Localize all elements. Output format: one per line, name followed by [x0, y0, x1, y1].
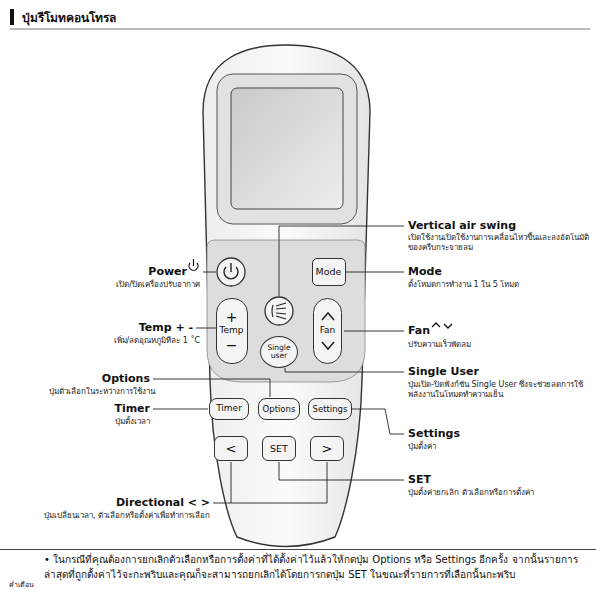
title-rule: [10, 29, 590, 30]
callout-title: Timer: [20, 402, 150, 415]
callout-desc: ปุ่มเปลี่ยนเวลา, ตัวเลือกหรือตั้งค่าเพื่…: [40, 511, 210, 521]
timer-button: Timer: [209, 398, 249, 420]
button-label: Settings: [313, 405, 348, 414]
temp-button: +Temp −: [216, 298, 248, 364]
callout-title: Options: [20, 372, 150, 385]
mode-button: Mode: [312, 258, 346, 286]
caution-word: คำเตือน: [2, 579, 40, 590]
power-icon: [230, 263, 231, 272]
left-button: <: [214, 436, 248, 461]
button-label: +: [226, 310, 238, 325]
button-label: Options: [263, 405, 296, 414]
button-label: Fan: [320, 326, 336, 335]
leader-lines: [153, 226, 404, 503]
button-label: Mode: [316, 267, 342, 277]
callout-desc: ปรับความเร็วพัดลม: [408, 340, 590, 350]
right-button: >: [310, 436, 344, 461]
caution-note: คำเตือน • ในกรณีที่คุณต้องการยกเลิกตัวเลื…: [0, 549, 596, 593]
power-symbol: [189, 259, 198, 270]
callout-title: Single User: [408, 365, 590, 378]
fan-chevrons: [432, 323, 452, 328]
callout-desc: ปุ่มเปิด-ปิดฟังก์ชัน Single User ซึ่งจะช…: [408, 380, 590, 399]
set-button: SET: [262, 436, 296, 461]
callout-desc: เปิดใช้งานเปิดใช้งานการเคลื่อนไหวขึ้นและ…: [408, 233, 590, 252]
button-panel: [207, 240, 365, 382]
callout-desc: เปิด/ปิดเครื่องปรับอากาศ: [20, 280, 200, 290]
callout-desc: ตั้งโหมดการทำงาน 1 ใน 5 โหมด: [408, 280, 590, 290]
button-label: <: [226, 442, 237, 456]
fan-button: Fan: [313, 298, 342, 364]
swing-button: [265, 297, 293, 325]
button-label: >: [322, 442, 333, 456]
callout-desc: เพิ่ม/ลดอุณหภูมิทีละ 1 ˚C: [20, 336, 200, 346]
power-button: [217, 258, 245, 286]
button-label: Single user: [261, 344, 297, 360]
callout-title: Power: [90, 265, 187, 278]
settings-button: Settings: [308, 398, 352, 420]
caution-text: • ในกรณีที่คุณต้องการยกเลิกตัวเลือกหรือก…: [44, 553, 588, 582]
callout-title: Temp + -: [20, 321, 193, 334]
swing-icon: [272, 303, 286, 319]
button-label: Timer: [216, 404, 242, 413]
screen: [231, 88, 343, 209]
single-user-button: Single user: [260, 336, 298, 368]
options-button: Options: [258, 398, 300, 420]
callout-desc: ปุ่มตัวเลือกในระหว่างการใช้งาน: [10, 387, 155, 397]
callout-title: Settings: [408, 427, 590, 440]
button-label: SET: [270, 444, 288, 454]
callout-desc: ปุ่มตั้งเวลา: [20, 417, 150, 427]
callout-title: Fan: [408, 324, 430, 337]
callout-desc: ปุ่มตั้งค่ายกเลิก ตัวเลือกหรือการตั้งค่า: [408, 488, 590, 498]
title-marker: [10, 9, 14, 25]
callout-desc: ปุ่มตั้งค่า: [408, 442, 590, 452]
callout-title: Directional < >: [20, 496, 210, 509]
button-label: −: [226, 338, 238, 353]
fan-down-chevron: [320, 340, 336, 352]
callout-title: Mode: [408, 265, 590, 278]
button-label: Temp: [220, 326, 244, 335]
callout-title: Vertical air swing: [408, 219, 590, 232]
page-title: ปุ่มรีโมทคอนโทรล: [22, 8, 116, 27]
callout-title: SET: [408, 473, 590, 486]
screen-frame: [217, 74, 357, 224]
fan-up-chevron: [320, 310, 336, 322]
remote-body: [203, 45, 370, 547]
